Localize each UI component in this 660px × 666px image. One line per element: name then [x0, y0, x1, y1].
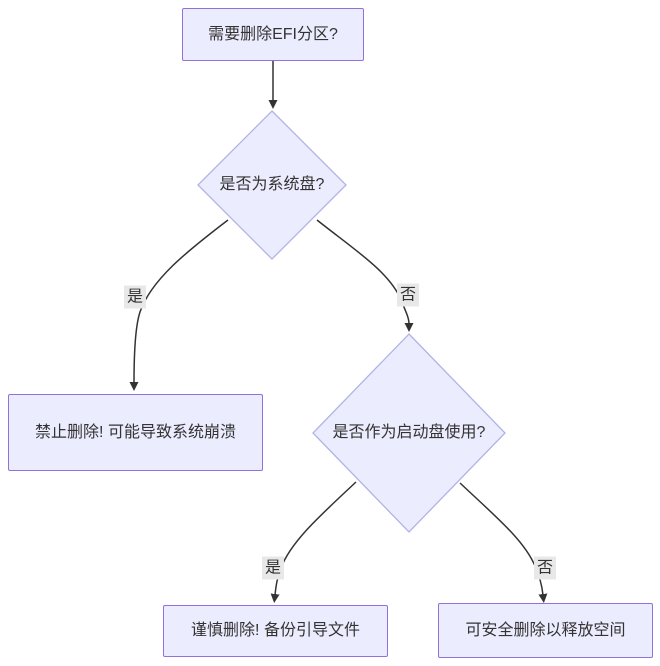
- edge-boot-disk-yes-to-caution: [270, 481, 357, 603]
- edge-boot-disk-no-to-safe: [459, 482, 548, 603]
- decision-boot-disk-diamond: [312, 333, 506, 533]
- node-caution-delete: 谨慎删除! 备份引导文件: [163, 605, 388, 657]
- node-forbid-delete: 禁止删除! 可能导致系统崩溃: [8, 394, 263, 471]
- edge-label-system-disk-no: 否: [396, 283, 420, 307]
- edge-label-boot-disk-yes: 是: [261, 556, 285, 580]
- edge-system-disk-yes-to-forbid: [129, 219, 229, 391]
- edge-label-system-disk-yes: 是: [123, 285, 147, 309]
- node-start: 需要删除EFI分区?: [182, 8, 364, 61]
- node-safe-delete: 可安全删除以释放空间: [438, 603, 653, 658]
- node-decision-boot-disk-label: 是否作为启动盘使用?: [332, 424, 486, 441]
- edge-label-boot-disk-no: 否: [533, 556, 557, 580]
- edge-system-disk-no-to-boot-disk: [316, 219, 414, 332]
- decision-system-disk-diamond: [197, 110, 347, 260]
- node-decision-system-disk-label: 是否为系统盘?: [219, 176, 325, 193]
